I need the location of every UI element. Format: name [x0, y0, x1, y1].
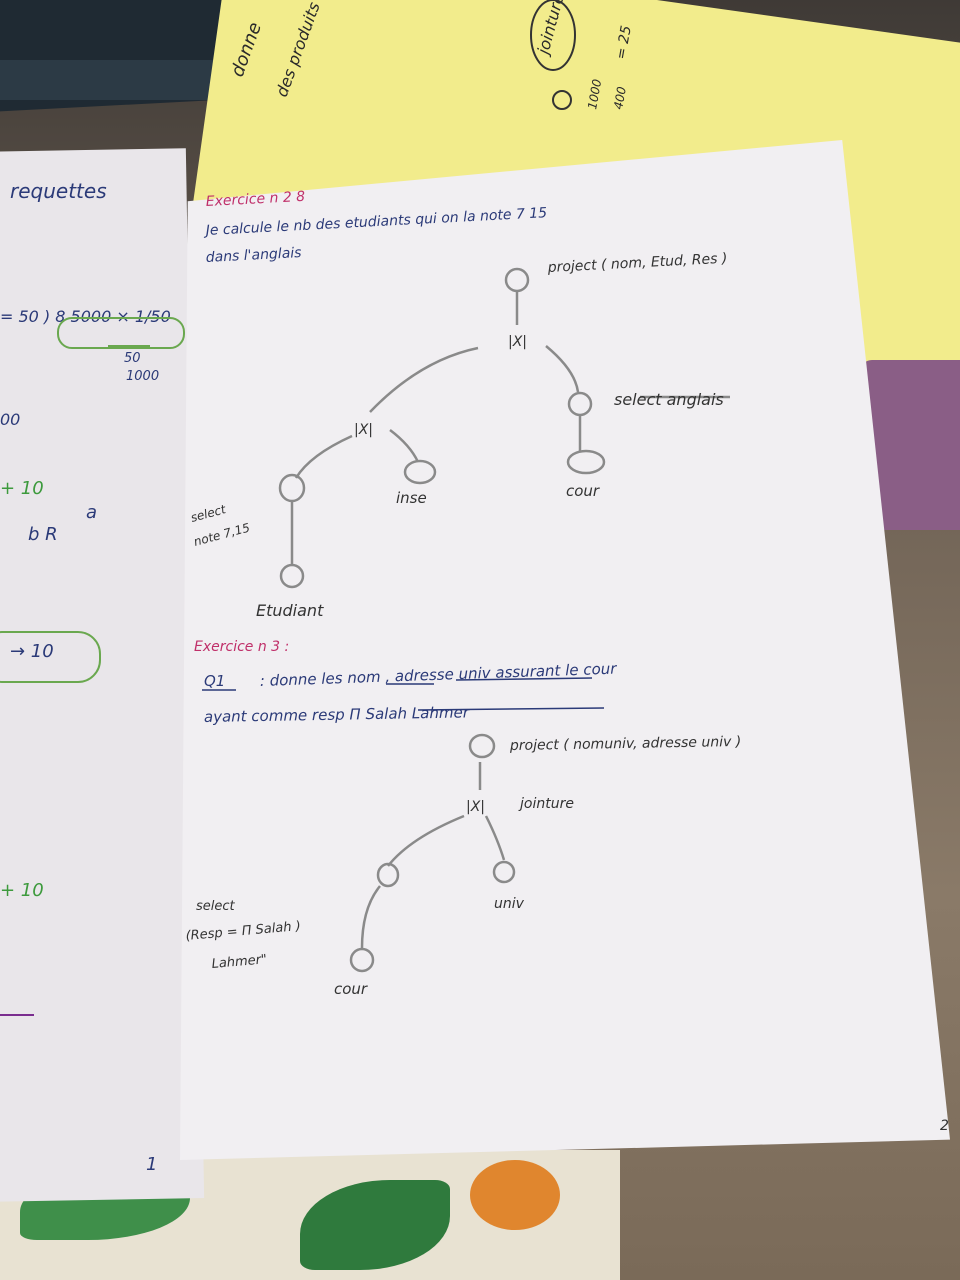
ex2-title: Exercice n 2 8 — [205, 189, 305, 210]
left-math-5: + 10 — [0, 478, 44, 499]
left-page-number: 1 — [146, 1154, 157, 1175]
tree2-join-symbol: |X| — [466, 799, 485, 815]
tree1-project-node — [504, 267, 530, 293]
tree1-edge — [545, 345, 580, 393]
tree2-select-label-2: (Resp = Π Salah ) — [185, 919, 301, 944]
resp-underline — [417, 707, 605, 711]
tree2-project-node — [468, 733, 496, 759]
tree2-select-node — [376, 862, 400, 888]
laptop-edge — [0, 60, 230, 100]
yellow-node — [552, 90, 572, 110]
q1-label: Q1 — [204, 672, 225, 690]
tree-1 — [278, 267, 730, 589]
tree1-inse-label: inse — [396, 489, 427, 507]
left-math-6: a — [86, 502, 97, 523]
tree2-univ-label: univ — [494, 896, 525, 912]
left-page-notes: requettes = 50 ) 8 5000 × 1/50 50 1000 0… — [0, 179, 185, 1175]
right-notebook-page — [180, 140, 950, 1160]
tree2-select-label-3: Lahmer" — [211, 952, 268, 972]
q1-line-2: ayant comme resp Π Salah Lahmer — [204, 703, 470, 726]
orange-shape — [470, 1160, 560, 1230]
tree1-select-note-label-2: note 7,15 — [192, 520, 251, 548]
tree-1-labels: project ( nom, Etud, Res ) |X| |X| selec… — [189, 251, 728, 620]
yellow-fraction-bottom: 400 — [611, 85, 629, 110]
ex2-line-2: dans l'anglais — [205, 245, 302, 266]
tree1-etudiant-node — [279, 563, 305, 589]
tree1-project-label: project ( nom, Etud, Res ) — [546, 251, 727, 276]
left-math-3: 1000 — [126, 369, 159, 384]
tree2-cour-node — [349, 947, 375, 973]
left-math-9: + 10 — [0, 880, 44, 901]
tree1-join-symbol: |X| — [508, 334, 527, 350]
yellow-text-equals: = 25 — [613, 24, 635, 60]
exercise-2: Exercice n 2 8 Je calcule le nb des etud… — [202, 189, 547, 266]
tree1-edge — [389, 429, 420, 463]
left-math-1: = 50 ) 8 5000 × 1/50 — [0, 307, 171, 326]
tree2-univ-node — [492, 860, 516, 884]
ex2-line-1: Je calcule le nb des etudiants qui on la… — [202, 205, 547, 239]
tree2-select-label-1: select — [196, 899, 236, 914]
tree2-edge — [387, 814, 465, 867]
green-highlight — [0, 631, 101, 683]
ex3-underlines — [202, 677, 605, 711]
left-math-7: b R — [28, 524, 58, 545]
tree2-cour-label: cour — [334, 980, 368, 998]
right-page-number: 2 — [940, 1118, 949, 1134]
yellow-text-donne: donne — [227, 20, 266, 80]
tree1-cour-node — [566, 449, 606, 475]
left-math-8: → 10 — [10, 641, 54, 662]
ex3-title: Exercice n 3 : — [194, 639, 289, 655]
exercise-3: Exercice n 3 : Q1 : donne les nom , adre… — [194, 639, 618, 726]
yellow-ellipse — [530, 0, 576, 71]
yellow-fraction-top: 1000 — [585, 78, 604, 111]
tree-2 — [349, 733, 516, 973]
left-header: requettes — [10, 179, 107, 203]
tree1-etudiant-label: Etudiant — [256, 601, 324, 620]
tree1-cour-label: cour — [566, 482, 600, 500]
q1-line-1: : donne les nom , adresse univ assurant … — [260, 660, 618, 690]
tree1-edge — [369, 346, 479, 413]
yellow-notes: donne des produits jointure 1000 400 = 2… — [227, 0, 635, 111]
tree1-select-anglais: select anglais — [614, 390, 724, 409]
tree1-select-note-label-1: select — [189, 502, 228, 525]
tree1-select-node — [567, 391, 593, 417]
tree1-inse-node — [403, 459, 437, 485]
tree1-join2-symbol: |X| — [354, 422, 373, 438]
yellow-text-produits: des produits — [272, 0, 324, 99]
tree2-project-label: project ( nomuniv, adresse univ ) — [509, 734, 742, 754]
tree1-select-note-node — [278, 473, 306, 503]
tree2-jointure-label: jointure — [518, 796, 574, 812]
left-math-4: 00 — [0, 410, 20, 429]
adresse-underline — [455, 677, 593, 681]
tree2-edge — [484, 815, 506, 861]
green-highlight — [57, 317, 185, 349]
tree1-edge — [294, 434, 353, 479]
left-math-2: 50 — [124, 351, 141, 366]
tree-2-labels: project ( nomuniv, adresse univ ) |X| jo… — [185, 734, 949, 1134]
tree2-edge — [360, 885, 381, 949]
